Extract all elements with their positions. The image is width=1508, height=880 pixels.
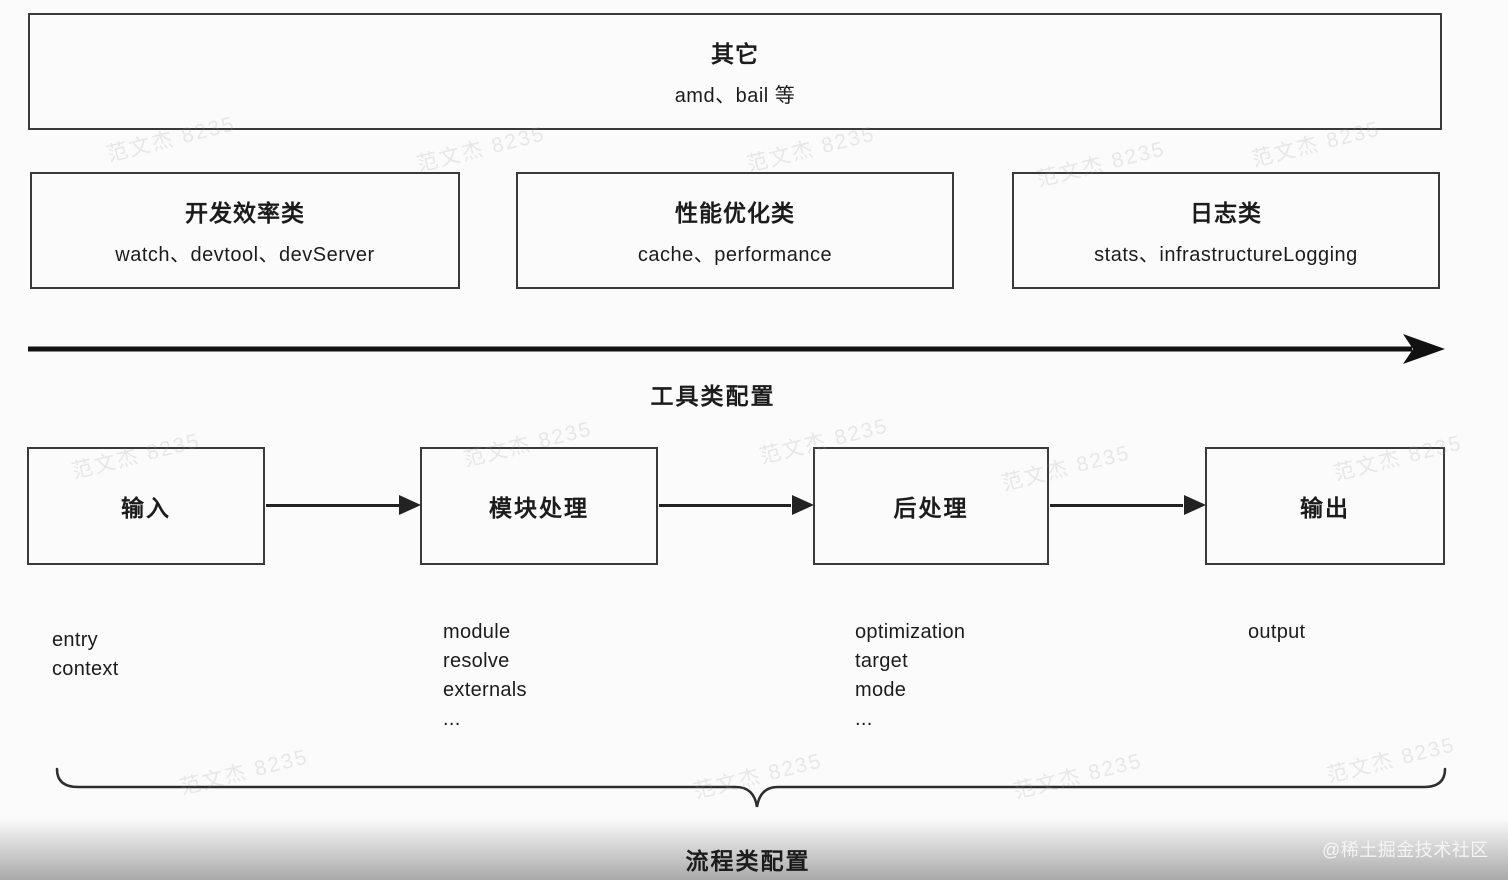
options-list-input: entry context <box>52 626 119 684</box>
other-config-title: 其它 <box>711 41 759 67</box>
option-item: entry <box>52 629 98 651</box>
category-title: 性能优化类 <box>675 200 795 226</box>
community-credit-watermark: @稀土掘金技术社区 <box>1322 840 1489 860</box>
option-item: target <box>855 650 908 672</box>
option-item: mode <box>855 679 907 701</box>
flow-arrow-line <box>1050 504 1183 507</box>
flow-box-module-processing: 模块处理 <box>420 447 658 565</box>
other-config-items: amd、bail 等 <box>674 85 796 107</box>
flow-arrow-head-icon <box>399 495 421 515</box>
other-config-box: 其它 amd、bail 等 <box>28 13 1442 130</box>
flow-box-label: 模块处理 <box>489 495 589 521</box>
options-list-post: optimization target mode ... <box>855 618 965 734</box>
category-items: cache、performance <box>637 244 833 266</box>
category-title: 开发效率类 <box>185 200 305 226</box>
flow-arrow-head-icon <box>1184 495 1206 515</box>
option-item: resolve <box>443 650 510 672</box>
flow-box-label: 输出 <box>1300 495 1350 521</box>
flow-arrow-line <box>659 504 791 507</box>
author-watermark: 范文杰 8235 <box>177 745 311 800</box>
category-box-performance: 性能优化类 cache、performance <box>516 172 954 289</box>
option-item: externals <box>443 679 527 701</box>
category-items: stats、infrastructureLogging <box>1094 244 1358 266</box>
tool-axis-label: 工具类配置 <box>650 383 776 409</box>
flow-box-output: 输出 <box>1205 447 1445 565</box>
flow-box-label: 输入 <box>121 495 171 521</box>
author-watermark: 范文杰 8235 <box>1011 749 1145 804</box>
author-watermark: 范文杰 8235 <box>1324 733 1458 788</box>
category-title: 日志类 <box>1190 200 1262 226</box>
option-item: ... <box>443 708 461 730</box>
category-items: watch、devtool、devServer <box>115 244 375 266</box>
option-item: context <box>52 658 119 680</box>
flow-box-label: 后处理 <box>893 495 969 521</box>
flow-box-post-processing: 后处理 <box>813 447 1049 565</box>
options-list-module: module resolve externals ... <box>443 618 527 734</box>
option-item: optimization <box>855 621 966 643</box>
flow-arrow-line <box>266 504 400 507</box>
flow-brace-label: 流程类配置 <box>685 848 811 874</box>
flow-box-input: 输入 <box>27 447 265 565</box>
options-list-output: output <box>1248 618 1305 647</box>
category-box-logging: 日志类 stats、infrastructureLogging <box>1012 172 1440 289</box>
option-item: output <box>1248 621 1306 643</box>
tool-axis-arrow <box>28 334 1445 364</box>
category-box-dev-efficiency: 开发效率类 watch、devtool、devServer <box>30 172 460 289</box>
option-item: ... <box>855 708 873 730</box>
flow-brace <box>55 767 1447 808</box>
option-item: module <box>443 621 511 643</box>
flow-arrow-head-icon <box>792 495 814 515</box>
author-watermark: 范文杰 8235 <box>691 749 825 804</box>
